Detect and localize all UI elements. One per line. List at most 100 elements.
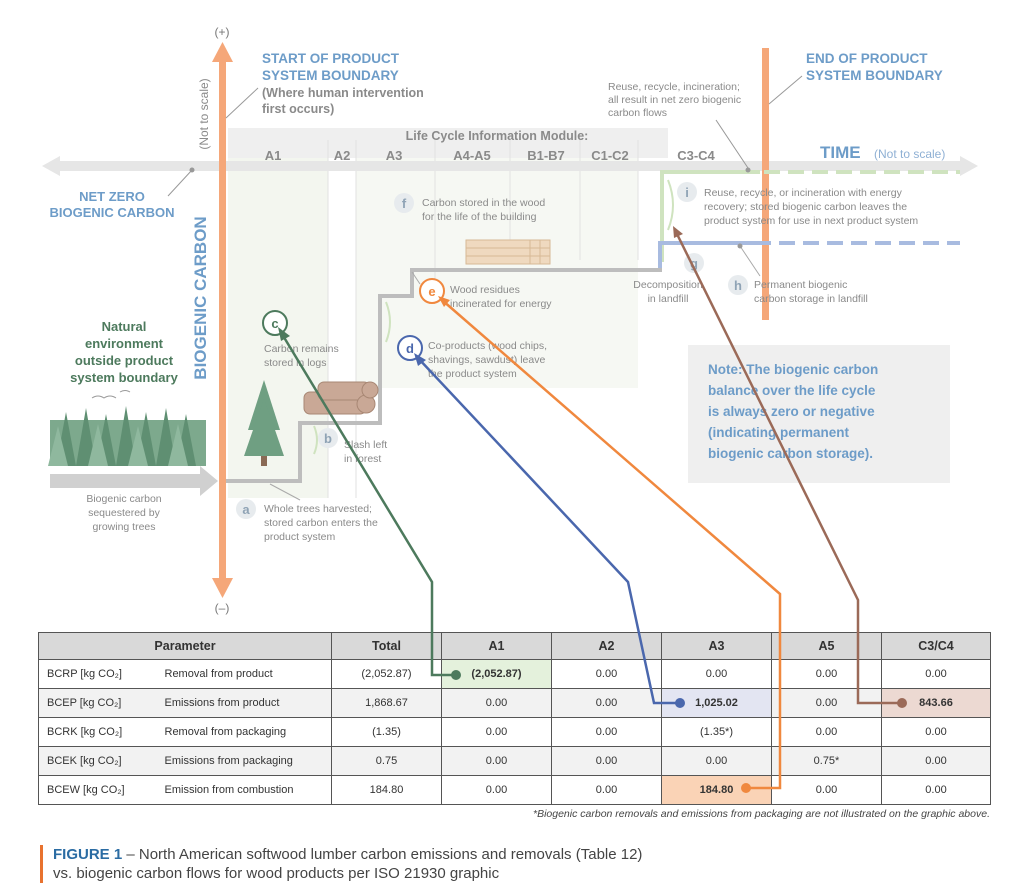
landfill-flow-line [658, 241, 960, 268]
cell-a2: 0.00 [551, 717, 662, 747]
cell-a3: (1.35*) [661, 717, 772, 747]
cell-a2: 0.00 [551, 746, 662, 776]
cell-a5: 0.00 [771, 717, 882, 747]
cell-c3c4: 0.00 [881, 659, 991, 689]
module-a2: A2 [334, 148, 351, 163]
lumber-stack-illustration [465, 239, 551, 265]
axis-plus-label: (+) [215, 25, 230, 39]
cell-a2: 0.00 [551, 775, 662, 805]
cell-total: (1.35) [331, 717, 442, 747]
param-code: BCEP [kg CO₂] [38, 688, 157, 718]
param-desc: Removal from product [156, 659, 332, 689]
cell-a2: 0.00 [551, 659, 662, 689]
end-note: Reuse, recycle, incineration;all result … [608, 81, 741, 119]
table-row: BCEW [kg CO₂] Emission from combustion 1… [38, 775, 991, 805]
cell-a3: 0.00 [661, 659, 772, 689]
module-b1-b7: B1-B7 [527, 148, 565, 163]
param-desc: Emissions from product [156, 688, 332, 718]
not-to-scale-vertical: (Not to scale) [197, 78, 211, 149]
caption-line-1: – North American softwood lumber carbon … [122, 846, 643, 863]
cell-c3c4: 0.00 [881, 746, 991, 776]
module-c1-c2: C1-C2 [591, 148, 629, 163]
table-row: BCRP [kg CO₂] Removal from product (2,05… [38, 659, 991, 689]
start-boundary-leader [225, 87, 259, 119]
svg-text:g: g [690, 256, 698, 271]
param-code: BCEW [kg CO₂] [38, 775, 157, 805]
param-code: BCRP [kg CO₂] [38, 659, 157, 689]
tree-illustration [244, 380, 284, 466]
cell-a1: 0.00 [441, 688, 552, 718]
table-header-row: Parameter Total A1 A2 A3 A5 C3/C4 [38, 632, 991, 660]
sequestration-arrow [50, 466, 218, 496]
step-i: i Reuse, recycle, or incineration with e… [667, 179, 918, 231]
biogenic-carbon-axis [212, 42, 233, 598]
time-axis [42, 156, 978, 176]
caption-line-2: vs. biogenic carbon flows for wood produ… [53, 865, 500, 882]
col-header-a3: A3 [661, 632, 772, 660]
end-boundary-bar [762, 48, 769, 320]
module-a1: A1 [265, 148, 282, 163]
col-header-a2: A2 [551, 632, 662, 660]
table-footnote: *Biogenic carbon removals and emissions … [532, 808, 990, 820]
life-cycle-band [228, 128, 668, 158]
param-code: BCRK [kg CO₂] [38, 717, 157, 747]
param-desc: Emission from combustion [156, 775, 332, 805]
cell-a5: 0.00 [771, 659, 882, 689]
cell-a1: 0.00 [441, 746, 552, 776]
figure-caption: FIGURE 1 – North American softwood lumbe… [40, 845, 642, 883]
cell-a2: 0.00 [551, 688, 662, 718]
cell-total: 1,868.67 [331, 688, 442, 718]
param-desc: Removal from packaging [156, 717, 332, 747]
svg-text:Whole trees harvested;stored c: Whole trees harvested;stored carbon ente… [264, 503, 378, 543]
cell-c3c4: 843.66 [881, 688, 991, 718]
svg-text:b: b [324, 431, 332, 446]
axis-minus-label: (–) [215, 601, 230, 615]
cell-a5: 0.00 [771, 775, 882, 805]
forest-illustration [48, 390, 206, 466]
svg-text:e: e [428, 284, 435, 299]
table-row: BCEP [kg CO₂] Emissions from product 1,8… [38, 688, 991, 718]
biogenic-carbon-diagram: (+) (–) (Not to scale) BIOGENIC CARBON S… [42, 25, 978, 615]
net-zero-leader [167, 169, 193, 197]
cell-total: 0.75 [331, 746, 442, 776]
life-cycle-title: Life Cycle Information Module: [406, 129, 589, 143]
table-row: BCRK [kg CO₂] Removal from packaging (1.… [38, 717, 991, 747]
cell-a5: 0.75* [771, 746, 882, 776]
module-a4-a5: A4-A5 [453, 148, 491, 163]
end-note-leader [715, 119, 749, 169]
col-header-a1: A1 [441, 632, 552, 660]
end-boundary-leader [768, 75, 803, 105]
svg-text:c: c [271, 316, 278, 331]
col-header-c3c4: C3/C4 [881, 632, 991, 660]
cell-a1: 0.00 [441, 775, 552, 805]
param-desc: Emissions from packaging [156, 746, 332, 776]
col-header-a5: A5 [771, 632, 882, 660]
cell-c3c4: 0.00 [881, 775, 991, 805]
cell-a1: 0.00 [441, 717, 552, 747]
time-sub: (Not to scale) [874, 147, 945, 161]
cell-total: (2,052.87) [331, 659, 442, 689]
module-a3: A3 [386, 148, 403, 163]
svg-text:Reuse, recycle, or incineratio: Reuse, recycle, or incineration with ene… [704, 187, 918, 227]
col-header-total: Total [331, 632, 442, 660]
svg-text:h: h [734, 278, 742, 293]
time-label: TIME [820, 143, 861, 162]
biogenic-carbon-table: Parameter Total A1 A2 A3 A5 C3/C4 BCRP [… [38, 632, 991, 805]
figure-number: FIGURE 1 [53, 846, 123, 863]
svg-text:d: d [406, 341, 414, 356]
module-c3-c4: C3-C4 [677, 148, 715, 163]
